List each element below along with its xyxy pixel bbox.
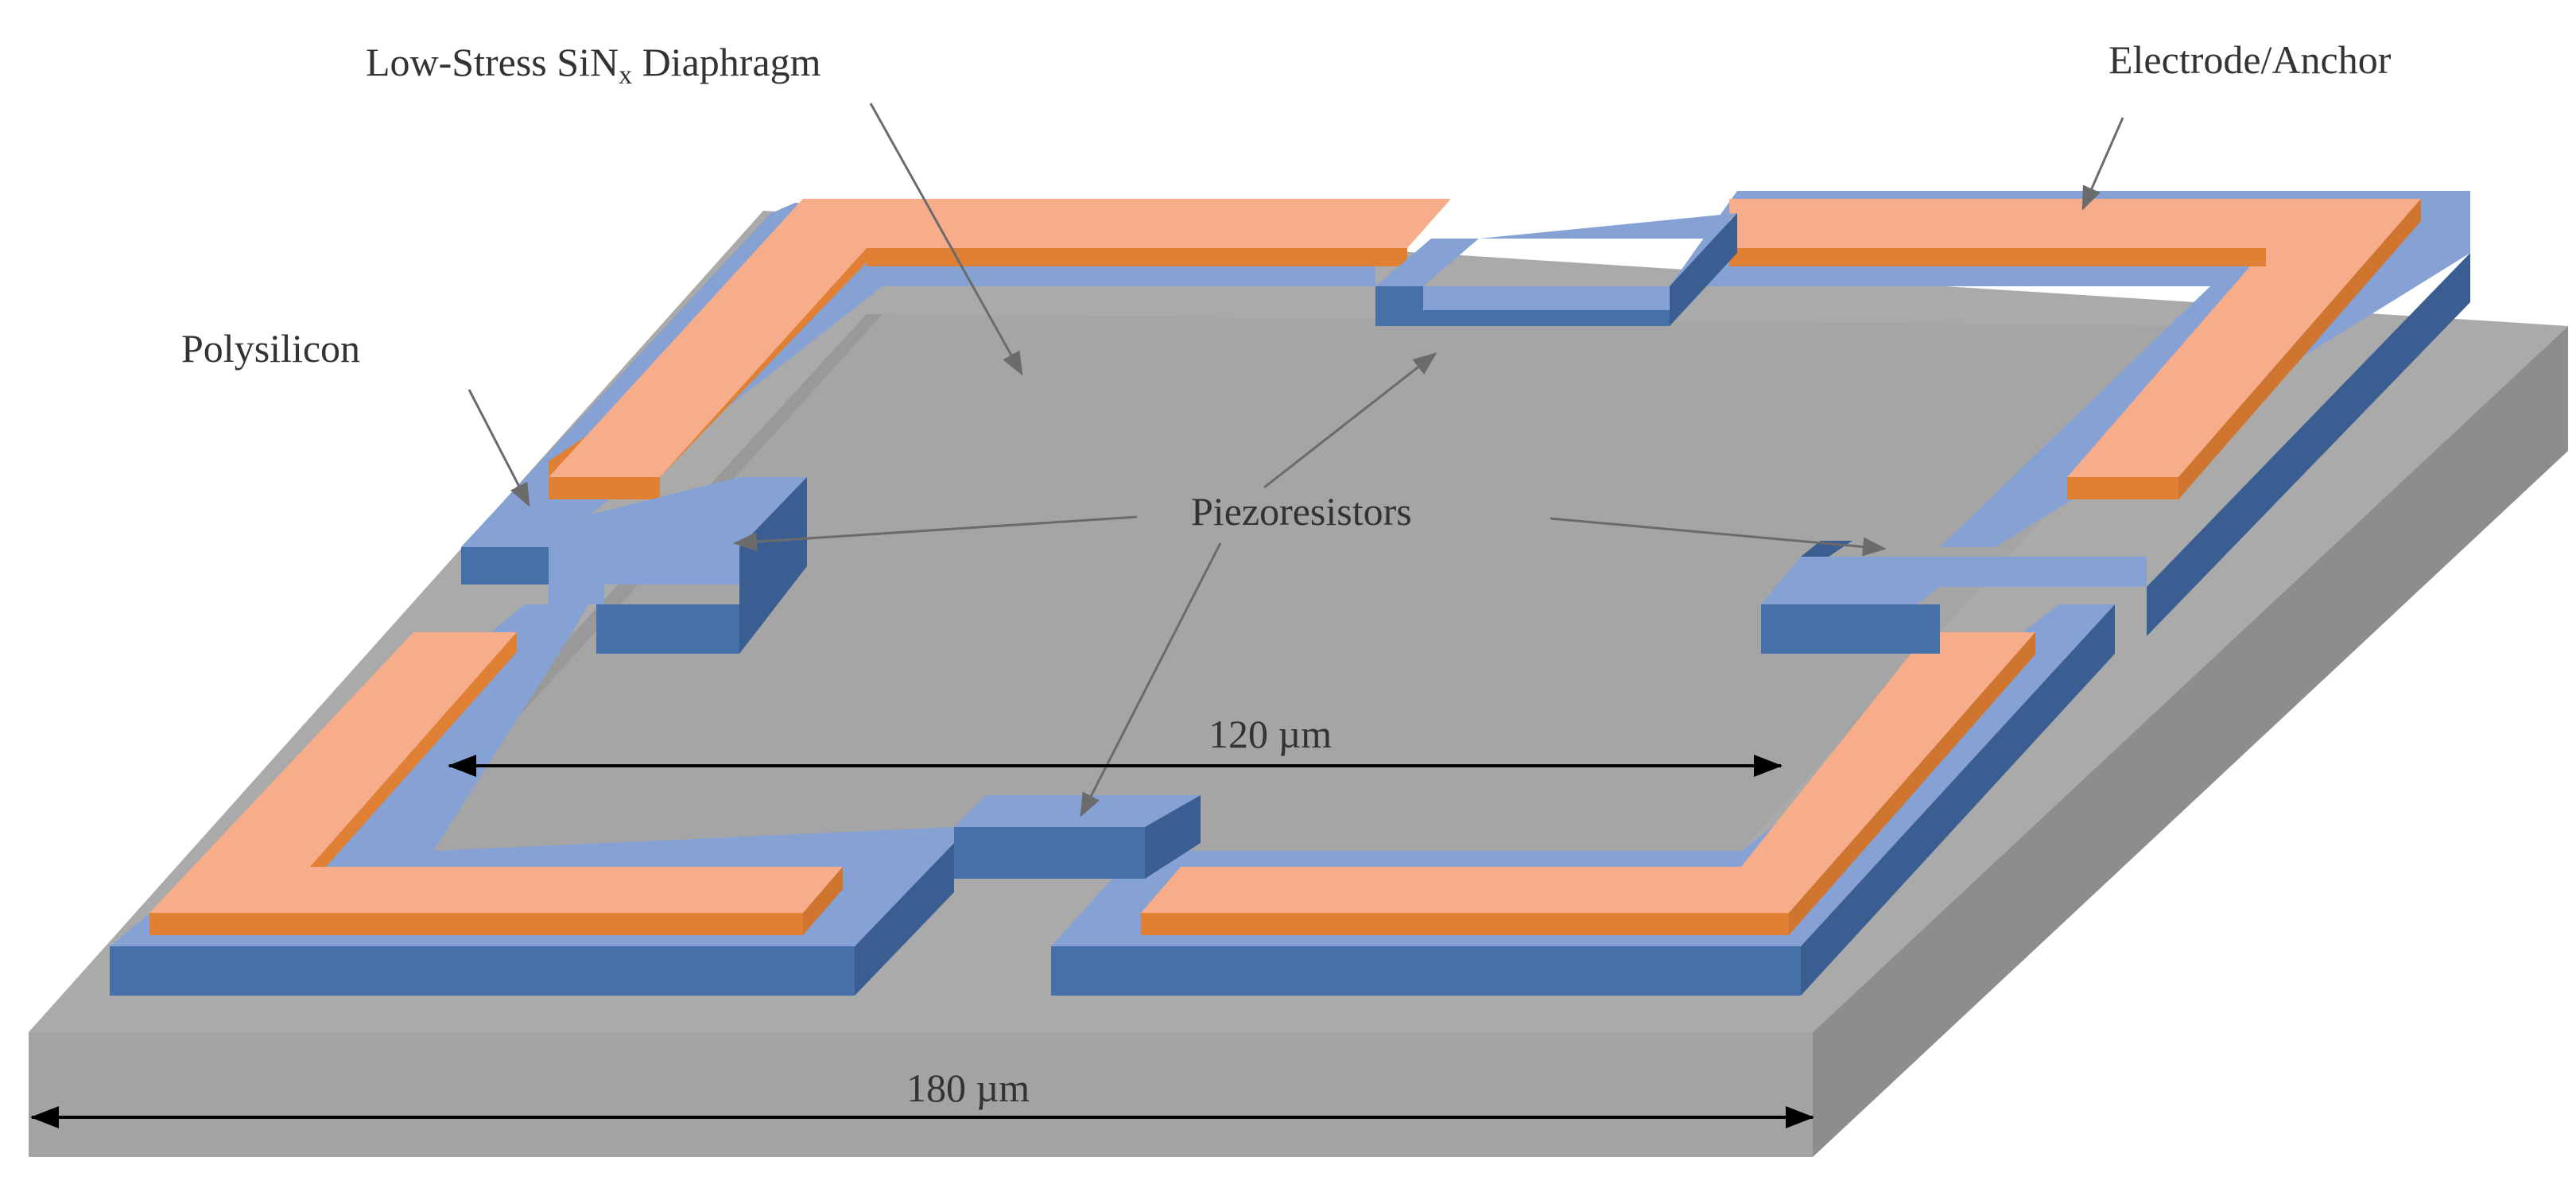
- arrow-piezo-right: [1550, 517, 1887, 557]
- arrow-polysilicon: [467, 389, 530, 507]
- diaphragm-label: Low-Stress SiNx Diaphragm: [366, 40, 821, 90]
- piezoresistor-left: [461, 477, 807, 654]
- piezoresistor-top: [1375, 213, 1737, 326]
- piezoresistor-right: [1761, 541, 2147, 654]
- electrode-top-right-inner: [1729, 248, 2266, 266]
- inner-dimension-label: 120 µm: [1208, 712, 1332, 756]
- electrode-top-left-inner: [867, 248, 1407, 266]
- electrode-top-left-top: [549, 199, 1451, 477]
- diaphragm-surface: [374, 314, 2218, 851]
- poly-bottom-right-front: [1051, 946, 1801, 996]
- outer-dimension-label: 180 µm: [906, 1066, 1030, 1110]
- electrode-top-right-top: [1729, 199, 2421, 477]
- electrode-bottom-right-top: [1141, 632, 2035, 913]
- arrow-piezo-left: [733, 515, 1138, 552]
- poly-bottom-left-end: [855, 843, 954, 996]
- electrode-top-right-front: [2067, 477, 2178, 499]
- arrow-electrode: [2081, 117, 2124, 211]
- electrode-top-left-front: [549, 477, 660, 499]
- electrode-bottom-left-inner: [310, 632, 517, 867]
- electrode-bottom-left-top: [149, 632, 843, 913]
- dimension-lines: [30, 755, 1814, 1128]
- electrode-label: Electrode/Anchor: [2109, 37, 2392, 82]
- piezoresistors: [461, 213, 2147, 879]
- electrode-bottom-left-side: [803, 867, 843, 935]
- substrate-right-face: [1813, 326, 2568, 1157]
- poly-bottom-right-side: [1801, 604, 2115, 996]
- electrode-bottom-right-front: [1141, 913, 1789, 935]
- piezoresistor-bottom: [954, 795, 1201, 879]
- poly-bottom-left-front: [110, 946, 855, 996]
- electrodes: [149, 199, 2421, 935]
- electrode-top-right-side: [2178, 199, 2421, 499]
- piezoresistors-label: Piezoresistors: [1191, 489, 1412, 534]
- arrow-piezo-top: [1263, 352, 1437, 489]
- arrow-diaphragm: [869, 103, 1023, 376]
- poly-right-side-face: [2147, 253, 2470, 636]
- polysilicon-label: Polysilicon: [181, 326, 360, 371]
- leader-arrows: [467, 103, 2124, 817]
- electrode-bottom-left-front: [149, 913, 803, 935]
- electrode-bottom-right-side: [1789, 632, 2035, 935]
